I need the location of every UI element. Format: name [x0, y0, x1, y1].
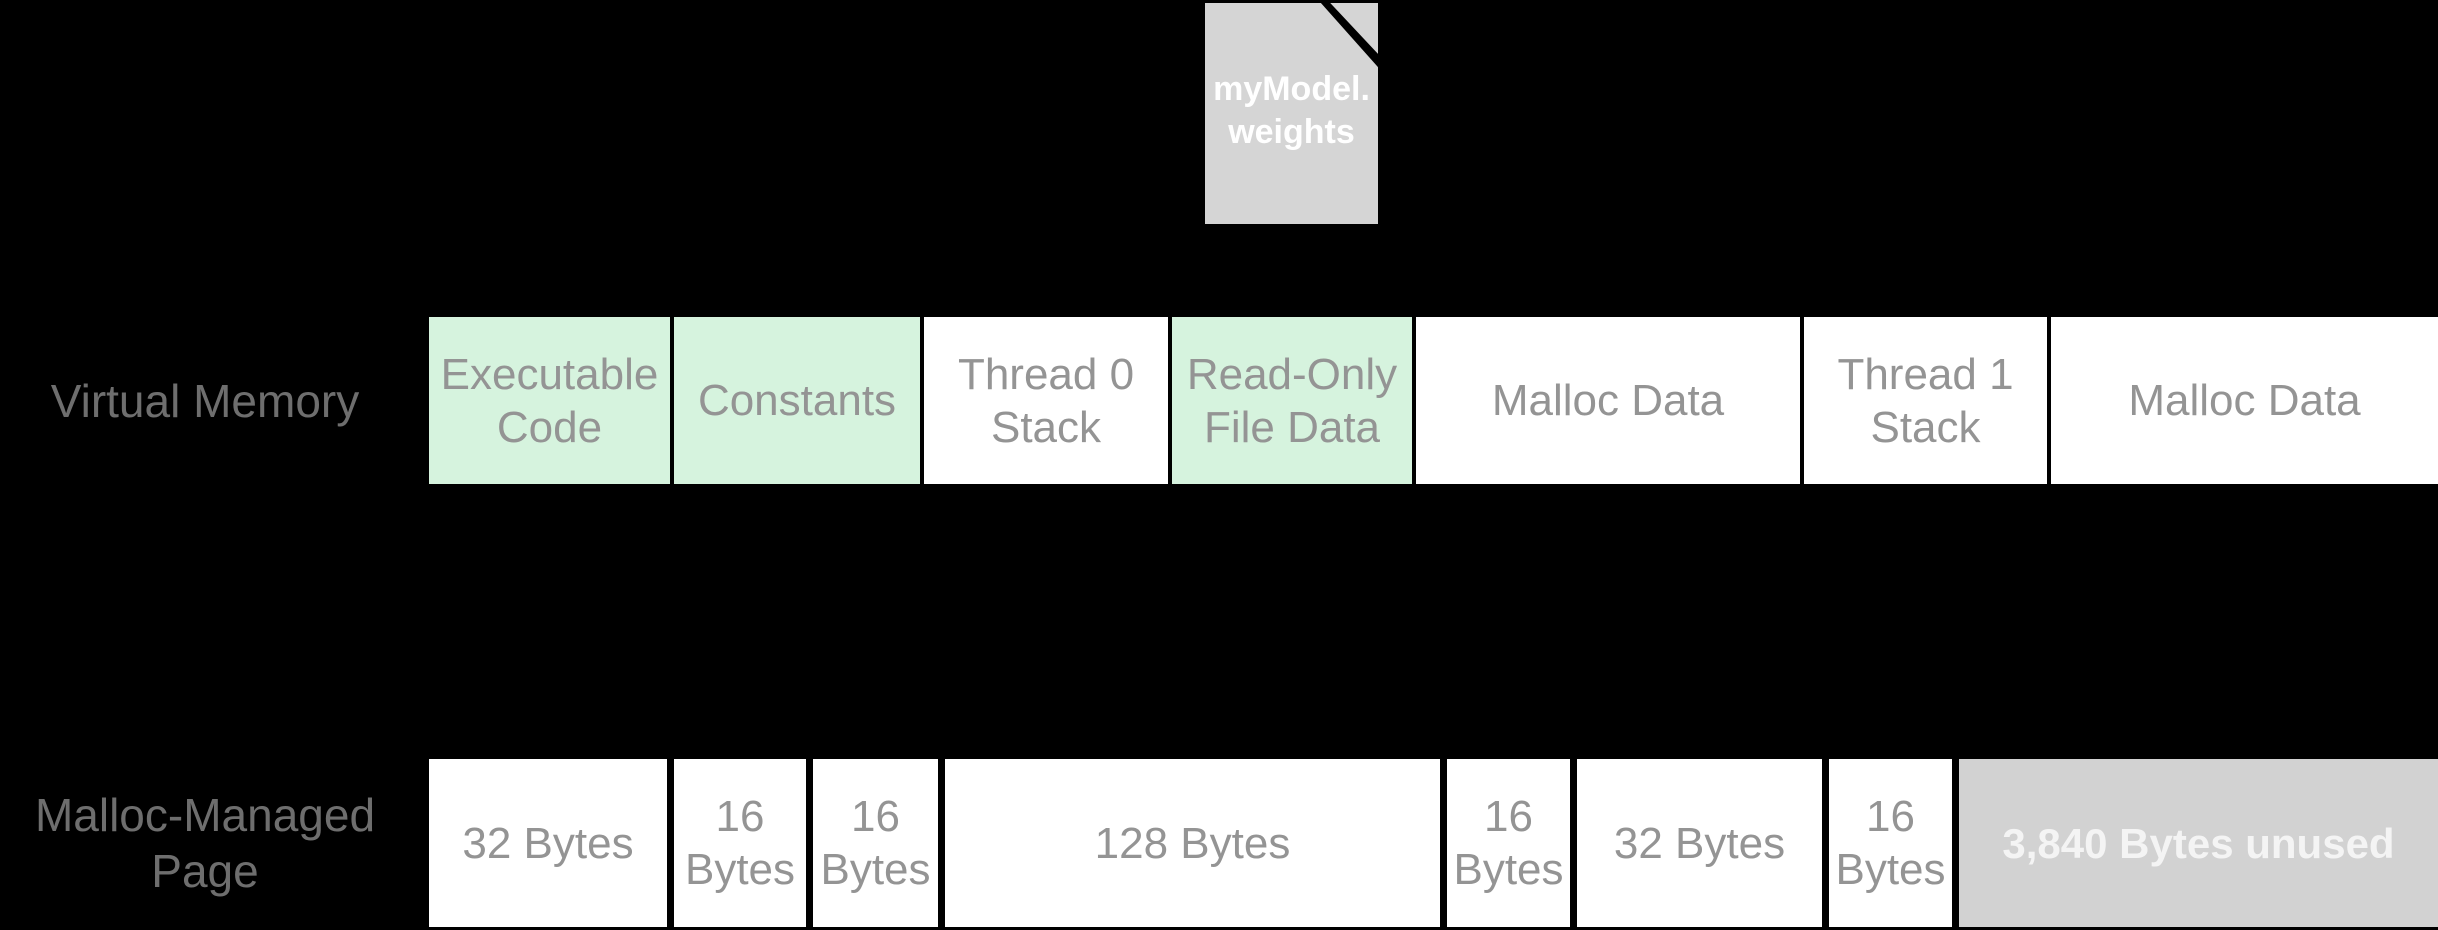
segment-readonly-file-data: Read-Only File Data: [1172, 317, 1412, 484]
chunk-unused-bytes: 3,840 Bytes unused: [1959, 759, 2438, 927]
malloc-page-row-label: Malloc-Managed Page: [34, 789, 376, 897]
chunk-128-bytes: 128 Bytes: [945, 759, 1440, 927]
segment-malloc-data-2: Malloc Data: [2051, 317, 2438, 484]
chunk-16-bytes-1: 16 Bytes: [674, 759, 806, 927]
chunk-label: 32 Bytes: [1613, 818, 1786, 868]
chunk-label: 16 Bytes: [1453, 792, 1564, 894]
segment-label: Thread 0 Stack: [957, 349, 1135, 452]
chunk-label: 16 Bytes: [820, 792, 931, 894]
segment-thread1-stack: Thread 1 Stack: [1804, 317, 2047, 484]
chunk-16-bytes-2: 16 Bytes: [813, 759, 938, 927]
segment-label: Executable Code: [440, 349, 659, 452]
virtual-memory-row: Executable Code Constants Thread 0 Stack…: [429, 317, 2438, 484]
segment-malloc-data-1: Malloc Data: [1416, 317, 1800, 484]
malloc-managed-page-row: 32 Bytes 16 Bytes 16 Bytes 128 Bytes 16 …: [429, 759, 2438, 927]
segment-label: Thread 1 Stack: [1837, 349, 2014, 452]
segment-thread0-stack: Thread 0 Stack: [924, 317, 1168, 484]
chunk-label: 128 Bytes: [1094, 818, 1291, 868]
chunk-label: 32 Bytes: [462, 818, 634, 868]
file-name-label: myModel. weights: [1213, 69, 1370, 151]
file-icon: myModel. weights: [1205, 3, 1378, 224]
chunk-32-bytes-2: 32 Bytes: [1577, 759, 1822, 927]
chunk-16-bytes-3: 16 Bytes: [1447, 759, 1570, 927]
chunk-label: 3,840 Bytes unused: [2002, 819, 2395, 867]
segment-executable-code: Executable Code: [429, 317, 670, 484]
chunk-16-bytes-4: 16 Bytes: [1829, 759, 1952, 927]
segment-label: Malloc Data: [1491, 376, 1725, 425]
segment-label: Read-Only File Data: [1186, 349, 1398, 452]
chunk-32-bytes-1: 32 Bytes: [429, 759, 667, 927]
virtual-memory-row-label: Virtual Memory: [50, 374, 360, 427]
segment-label: Malloc Data: [2128, 376, 2361, 425]
segment-constants: Constants: [674, 317, 920, 484]
chunk-label: 16 Bytes: [684, 792, 796, 894]
file-icon-body: myModel. weights: [1205, 3, 1378, 224]
chunk-label: 16 Bytes: [1835, 792, 1946, 894]
segment-label: Constants: [697, 376, 897, 425]
